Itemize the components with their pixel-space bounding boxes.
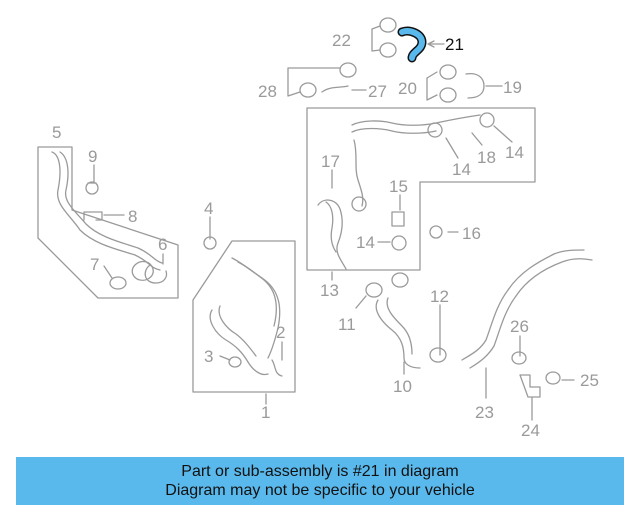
label-15: 15 <box>389 177 408 196</box>
hose-1-lower <box>209 309 269 376</box>
label-4: 4 <box>204 199 213 218</box>
label-12: 12 <box>430 287 449 306</box>
clamp-28b <box>299 82 317 98</box>
pipe-23 <box>461 249 585 361</box>
clamp-20a <box>439 64 457 80</box>
clamp-28 <box>339 62 357 78</box>
clamp-22b <box>379 42 397 58</box>
oring-3 <box>228 356 242 368</box>
elbow-24 <box>519 374 541 398</box>
clamp-22a <box>379 17 397 33</box>
clamp-12b <box>429 347 447 363</box>
panel-1-outline <box>192 240 296 393</box>
leader-18 <box>471 132 483 146</box>
banner-line-part: Part or sub-assembly is #21 in diagram <box>181 463 459 480</box>
label-10: 10 <box>393 377 412 396</box>
hose-17 <box>317 199 347 270</box>
label-27: 27 <box>368 82 387 101</box>
clamp-26 <box>511 351 527 365</box>
part-21-highlight <box>397 26 427 63</box>
connector-15 <box>391 211 405 227</box>
label-3: 3 <box>204 347 213 366</box>
panel-5-outline <box>37 146 179 299</box>
label-21: 21 <box>445 35 464 54</box>
hose-27 <box>321 85 349 93</box>
label-26: 26 <box>510 317 529 336</box>
label-9: 9 <box>88 147 97 166</box>
label-28: 28 <box>258 82 277 101</box>
label-2: 2 <box>276 323 285 342</box>
label-13: 13 <box>320 281 339 300</box>
label-19: 19 <box>503 78 522 97</box>
clamp-14b <box>479 112 495 128</box>
label-1: 1 <box>261 403 270 422</box>
label-5: 5 <box>52 123 61 142</box>
label-14-c: 14 <box>356 233 375 252</box>
connector-5 <box>131 260 154 281</box>
label-18: 18 <box>477 148 496 167</box>
clamp-25 <box>545 371 561 385</box>
info-banner: Part or sub-assembly is #21 in diagram D… <box>16 457 624 505</box>
leader-21 <box>427 40 445 48</box>
panel-13-outline <box>306 107 536 271</box>
label-17: 17 <box>321 152 340 171</box>
leader-28 <box>287 67 341 97</box>
hose-2 <box>271 359 283 377</box>
parts-diagram: 21 22 20 19 28 27 5 9 8 7 6 4 3 2 1 17 1… <box>37 17 599 440</box>
leader-3 <box>219 355 231 361</box>
hose-19 <box>465 72 485 99</box>
leader-22 <box>371 25 381 52</box>
clamp-4 <box>203 236 217 250</box>
clamp-14c <box>391 235 407 251</box>
clamp-12a <box>391 272 409 288</box>
label-8: 8 <box>128 207 137 226</box>
hose-6 <box>144 264 168 284</box>
label-6: 6 <box>158 235 167 254</box>
bracket-8 <box>83 211 103 221</box>
label-25: 25 <box>580 371 599 390</box>
leader-14b <box>493 125 513 143</box>
label-22: 22 <box>332 31 351 50</box>
clamp-14a <box>427 122 443 138</box>
label-24: 24 <box>521 421 540 440</box>
oring-7 <box>109 276 127 290</box>
leader-14a <box>445 137 459 159</box>
label-11: 11 <box>338 315 356 334</box>
hose-13-mid <box>353 139 364 207</box>
label-14-a: 14 <box>452 160 471 179</box>
label-16: 16 <box>462 224 481 243</box>
clamp-20b <box>439 87 457 103</box>
leader-7 <box>103 265 113 279</box>
clamp-14d <box>351 196 367 212</box>
leader-11 <box>355 295 367 309</box>
hose-10 <box>375 299 421 369</box>
leader-20 <box>426 71 438 101</box>
clamp-9 <box>85 181 99 195</box>
banner-line-disclaimer: Diagram may not be specific to your vehi… <box>165 482 475 499</box>
pipe-13 <box>351 114 481 126</box>
hose-5 <box>51 151 161 271</box>
clamp-11 <box>365 282 383 298</box>
label-7: 7 <box>90 255 99 274</box>
label-14-b: 14 <box>505 143 524 162</box>
label-20: 20 <box>398 79 417 98</box>
clamp-16 <box>429 225 443 239</box>
label-23: 23 <box>475 403 494 422</box>
